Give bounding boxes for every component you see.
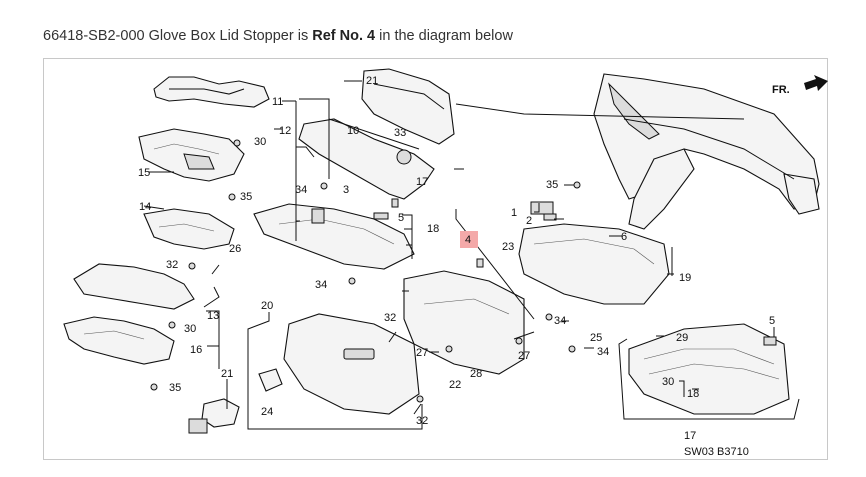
latch-assembly [530,201,557,221]
callout-19: 19 [679,272,691,284]
callout-35-b: 35 [169,382,181,394]
glove-box-tray [253,203,415,270]
callout-3: 3 [343,184,349,196]
callout-33: 33 [394,127,406,139]
front-label: FR. [772,84,790,96]
diagram-code: SW03 B3710 [684,446,749,458]
callout-10: 12 [279,125,291,137]
steering-column-cover-upper [153,76,270,108]
callout-4: 4 [465,234,471,246]
callout-9: 11 [272,96,283,108]
callout-34-d: 34 [597,346,609,358]
glove-box-door [283,313,420,415]
callout-7: 21 [366,75,378,87]
callout-27-a: 27 [518,350,530,362]
callout-16: 18 [427,223,439,235]
callout-1: 1 [511,207,517,219]
callout-5-a: 5 [398,212,404,224]
under-cover-bracket [143,208,235,250]
callout-30-b: 30 [184,323,196,335]
lock-cylinder [188,398,240,434]
callout-14: 16 [190,344,202,356]
callout-21: 21 [221,368,233,380]
glove-box-frame-7 [361,68,455,145]
callout-30-c: 30 [662,376,674,388]
parts-diagram-drawing: FR. [63,68,828,458]
callout-12: 14 [139,201,151,213]
callout-24: 24 [261,406,273,418]
callout-23: 23 [502,241,514,253]
callout-11: 13 [207,310,219,322]
callout-34-c: 34 [554,315,566,327]
callout-5-b: 5 [769,315,775,327]
caption-is: is [297,28,309,44]
callout-numbers: 21 11 12 30 15 35 14 26 32 13 30 16 35 1… [138,75,775,442]
callout-35-c: 35 [546,179,558,191]
glove-box-inner-panel [403,270,525,375]
callout-18: 18 [687,388,699,400]
parts-diagram: FR. [43,58,828,460]
part-number: 66418-SB2-000 [43,28,145,44]
callout-31: 32 [384,312,396,324]
callout-29: 29 [676,332,688,344]
steering-column-cover-lower [138,128,245,182]
ref-label: Ref No. 4 [312,28,376,44]
callout-26: 26 [229,243,241,255]
glove-box-body [518,223,670,305]
callout-34-a: 34 [295,184,307,196]
callout-35-a: 35 [240,191,252,203]
page-caption: 66418-SB2-000 Glove Box Lid Stopper is R… [43,28,513,44]
callout-15: 17 [416,176,428,188]
callout-17: 17 [684,430,696,442]
column-cover-lower-left [63,263,195,365]
callout-13: 15 [138,167,150,179]
front-arrow-icon [804,75,828,91]
fastener-symbols [150,139,777,403]
callout-27-b: 27 [416,347,428,359]
leader-lines [143,80,800,430]
caption-suffix: in the diagram below [379,28,513,44]
callout-25: 25 [590,332,602,344]
callout-8: 10 [347,125,359,137]
latch-bracket-24 [258,368,283,392]
ref-4-highlight [460,231,478,248]
callout-20: 20 [261,300,273,312]
part-name: Glove Box Lid Stopper [148,28,294,44]
glove-box-grille-panel [628,323,790,415]
callout-34-b: 34 [315,279,327,291]
callout-28: 28 [470,368,482,380]
callout-6: 6 [621,231,627,243]
callout-32-a: 32 [166,259,178,271]
glove-box-lower-lid [298,118,435,200]
callout-22: 22 [449,379,461,391]
dashboard-shape [593,73,820,230]
callout-2: 2 [526,215,532,227]
callout-32-b: 32 [416,415,428,427]
callout-30-a: 30 [254,136,266,148]
